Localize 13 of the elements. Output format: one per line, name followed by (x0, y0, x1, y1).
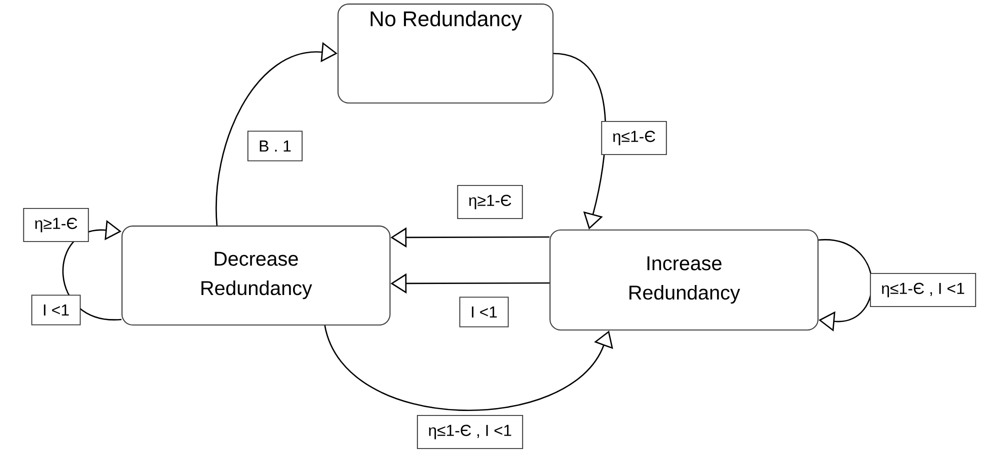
state-box: Decrease Redundancy (121, 226, 391, 326)
edge-label: B . 1 (247, 130, 303, 162)
edge-label: η≤1-Є (601, 120, 667, 156)
edge-label: η≤1-Є , I <1 (416, 414, 524, 450)
arrow (62, 220, 122, 320)
condition-label: I <1 (31, 294, 81, 326)
edge-label: η≥1-Є (457, 184, 523, 220)
edge-label: η≥1-Є (23, 208, 89, 242)
arrow (818, 239, 872, 332)
state-box: No Redundancy (338, 4, 554, 104)
edge-label: I <1 (459, 296, 509, 328)
state-box: Increase Redundancy (549, 229, 819, 331)
edge-label: η≤1-Є , I <1 (870, 272, 976, 308)
